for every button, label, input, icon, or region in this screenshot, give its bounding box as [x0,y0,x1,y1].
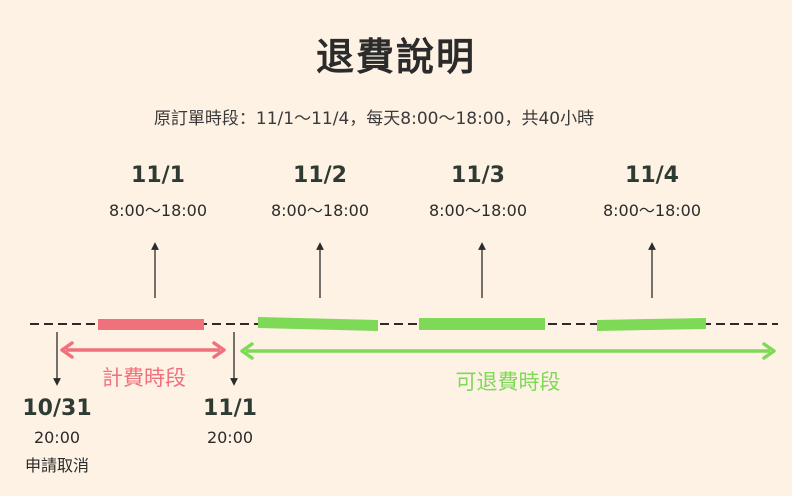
day-4-date: 11/4 [625,163,679,188]
day-3-date: 11/3 [451,163,505,188]
refund-range-arrowhead-right [762,342,776,360]
day-4-time: 8:00～18:00 [602,201,702,220]
billing-range-arrowhead-right [212,341,226,359]
order-summary: 原訂單時段：11/1～11/4，每天8:00～18:00，共40小時 [153,109,595,129]
refund-range-label: 可退費時段 [455,370,561,394]
billing-range-label: 計費時段 [102,366,186,390]
billing-range-arrowhead-left [60,341,74,359]
day-1-date: 11/1 [131,163,185,188]
refund-bar-day-2 [258,317,378,331]
day-2-date: 11/2 [293,163,347,188]
refund-bar-day-4 [597,318,706,331]
day-1-time: 8:00～18:00 [108,201,208,220]
billing-bar [98,319,204,330]
cutoff-marker-date: 11/1 [203,396,257,421]
cutoff-marker-time: 20:00 [206,428,254,447]
cancel-marker-note: 申請取消 [24,456,90,475]
refund-bar-day-3 [419,318,545,330]
day-3-time: 8:00～18:00 [428,201,528,220]
cancel-marker-time: 20:00 [33,428,81,447]
cancel-marker-date: 10/31 [22,396,92,421]
day-2-time: 8:00～18:00 [270,201,370,220]
refund-range-arrowhead-left [240,342,254,360]
page-title: 退費說明 [315,35,477,79]
